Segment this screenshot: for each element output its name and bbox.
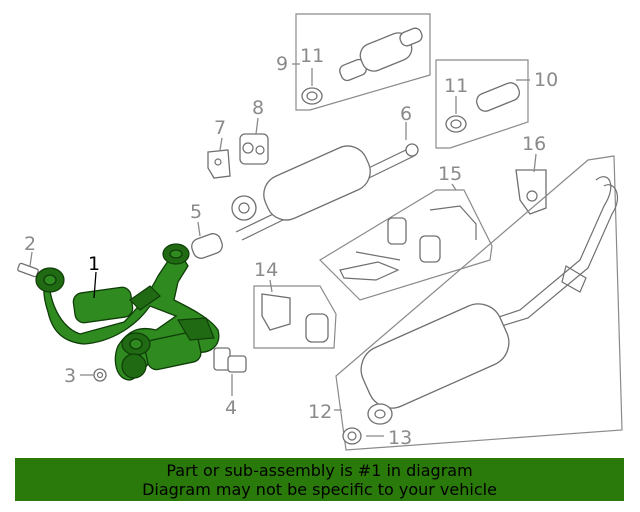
callout-14[interactable]: 14 bbox=[254, 259, 278, 281]
part-16-bracket[interactable] bbox=[515, 169, 547, 215]
callout-9[interactable]: 9 bbox=[276, 53, 288, 75]
callout-12[interactable]: 12 bbox=[308, 401, 332, 423]
callout-5[interactable]: 5 bbox=[190, 201, 202, 223]
part-10-pipe[interactable] bbox=[474, 80, 522, 113]
callout-labels: 1 2 3 4 5 6 7 8 9 10 11 11 12 13 14 15 1… bbox=[24, 45, 558, 449]
callout-11-top[interactable]: 11 bbox=[300, 45, 324, 67]
callout-11-right[interactable]: 11 bbox=[444, 75, 468, 97]
callout-16[interactable]: 16 bbox=[522, 133, 546, 155]
callout-8[interactable]: 8 bbox=[252, 97, 264, 119]
part-9-converter[interactable] bbox=[338, 26, 424, 82]
part-11-clamp-a[interactable] bbox=[301, 87, 323, 105]
part-2-sensor[interactable] bbox=[17, 262, 39, 278]
leader-lines bbox=[29, 63, 537, 437]
group-box-9 bbox=[295, 13, 431, 111]
info-banner: Part or sub-assembly is #1 in diagram Di… bbox=[15, 458, 624, 501]
part-12-muffler-assembly[interactable] bbox=[353, 176, 618, 425]
part-7-hanger[interactable] bbox=[207, 149, 231, 179]
callout-7[interactable]: 7 bbox=[214, 117, 226, 139]
group-box-15 bbox=[319, 189, 493, 301]
exhaust-parts-diagram: 1 2 3 4 5 6 7 8 9 10 11 11 12 13 14 15 1… bbox=[17, 13, 623, 451]
part-14-brackets[interactable] bbox=[261, 293, 329, 343]
group-box-14 bbox=[253, 285, 337, 349]
callout-2[interactable]: 2 bbox=[24, 233, 36, 255]
callout-1[interactable]: 1 bbox=[88, 253, 100, 275]
callout-4[interactable]: 4 bbox=[225, 397, 237, 419]
group-box-10 bbox=[435, 59, 529, 149]
part-8-insulator[interactable] bbox=[239, 133, 269, 165]
callout-3[interactable]: 3 bbox=[64, 365, 76, 387]
callout-10[interactable]: 10 bbox=[534, 69, 558, 91]
callout-6[interactable]: 6 bbox=[400, 103, 412, 125]
banner-line-1: Part or sub-assembly is #1 in diagram bbox=[166, 460, 473, 480]
part-15-hangers[interactable] bbox=[339, 205, 477, 281]
part-13-clamp[interactable] bbox=[342, 427, 362, 445]
part-11-clamp-b[interactable] bbox=[445, 115, 467, 133]
part-1-catalytic-converter[interactable] bbox=[35, 243, 220, 381]
banner-line-2: Diagram may not be specific to your vehi… bbox=[142, 479, 497, 499]
part-4-bracket[interactable] bbox=[213, 347, 247, 373]
part-5-clamp[interactable] bbox=[189, 231, 224, 260]
part-6-muffler[interactable] bbox=[231, 140, 419, 241]
part-3-gasket[interactable] bbox=[93, 368, 107, 382]
callout-13[interactable]: 13 bbox=[388, 427, 412, 449]
group-box-12 bbox=[335, 155, 623, 451]
callout-15[interactable]: 15 bbox=[438, 163, 462, 185]
